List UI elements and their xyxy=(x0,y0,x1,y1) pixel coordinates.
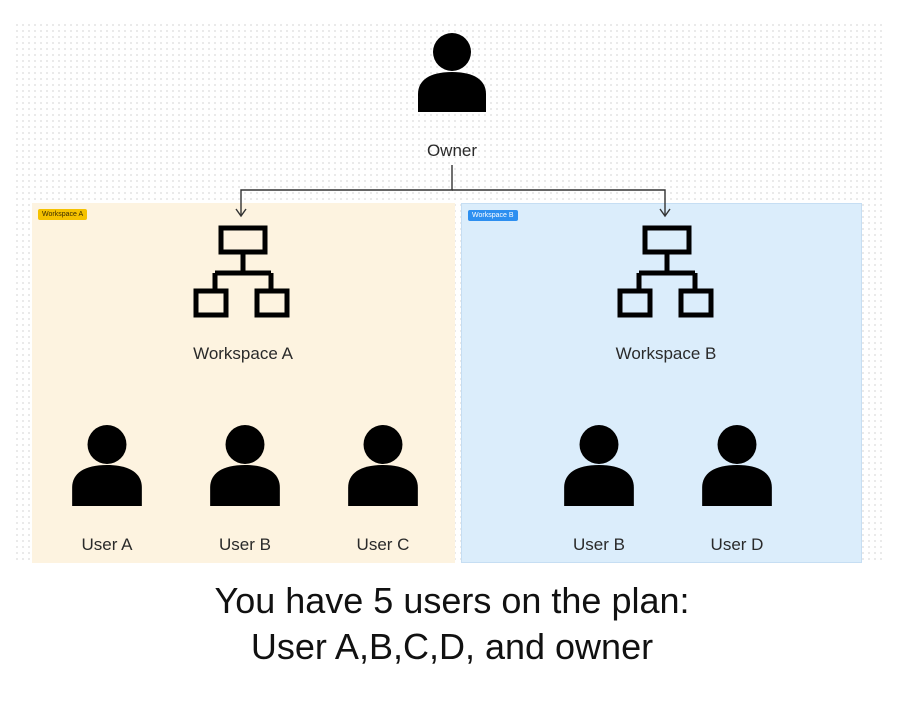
owner-person-icon xyxy=(418,33,486,112)
arrowhead-b xyxy=(659,208,671,218)
arrowhead-a xyxy=(235,208,247,218)
connector-line xyxy=(452,189,666,215)
caption-line-2: User A,B,C,D, and owner xyxy=(250,626,654,667)
user-a-label: User A xyxy=(81,535,133,554)
caption-line-1: You have 5 users on the plan: xyxy=(214,580,690,621)
user-b-person-icon xyxy=(564,425,634,506)
user-c-person-icon xyxy=(348,425,418,506)
connector-line xyxy=(240,165,453,215)
user-d-person-icon xyxy=(702,425,772,506)
user-a-person-icon xyxy=(72,425,142,506)
user-b-person-icon xyxy=(210,425,280,506)
workspace-a-org-chart-icon xyxy=(193,225,290,318)
user-d-label: User D xyxy=(710,535,764,554)
user-c-label: User C xyxy=(356,535,410,554)
workspace-a-label: Workspace A xyxy=(193,344,293,363)
user-b-label: User B xyxy=(573,535,625,554)
workspace-b-label: Workspace B xyxy=(615,344,717,363)
workspace-b-org-chart-icon xyxy=(617,225,714,318)
user-b-label: User B xyxy=(219,535,271,554)
workspace-b-tag: Workspace B xyxy=(468,210,518,221)
workspace-b-section: Workspace B xyxy=(461,203,862,563)
workspace-a-tag: Workspace A xyxy=(38,209,88,220)
owner-label: Owner xyxy=(426,141,478,160)
